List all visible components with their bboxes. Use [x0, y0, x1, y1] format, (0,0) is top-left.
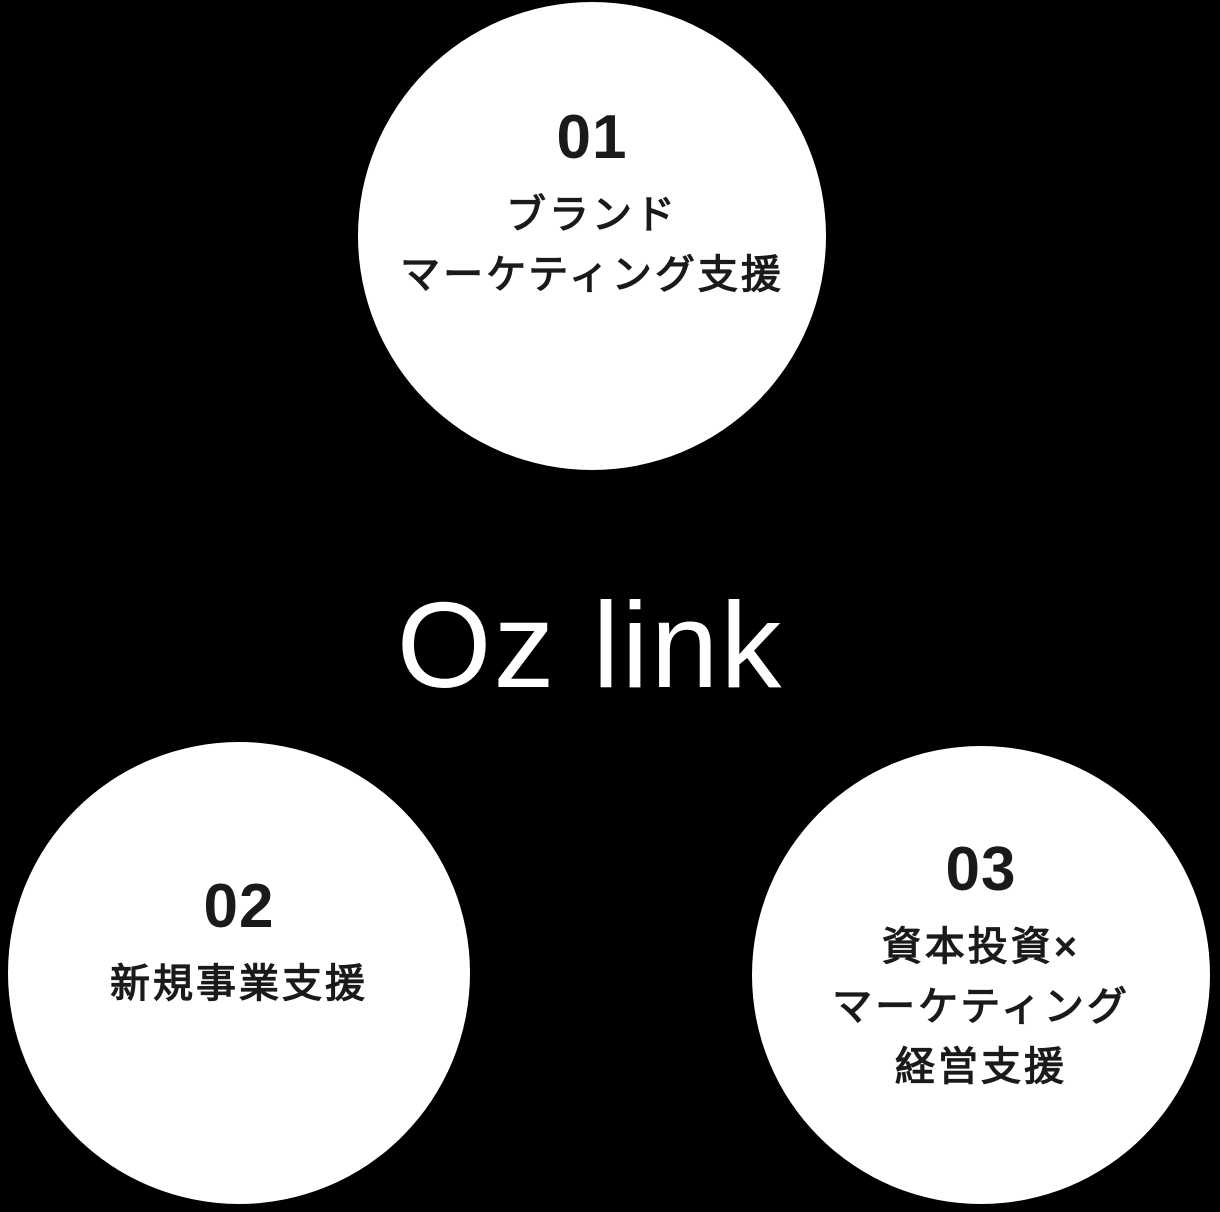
service-label-01-line-2: マーケティング支援 — [400, 253, 784, 297]
ozlink-logo: Oz link — [396, 577, 784, 713]
service-label-01-line-1: ブランド — [506, 193, 678, 237]
service-circle-03: 03 資本投資× マーケティング 経営支援 — [752, 746, 1210, 1204]
service-number-03: 03 — [945, 835, 1017, 904]
service-label-03-line-1: 資本投資× — [881, 925, 1081, 969]
service-label-02-line-1: 新規事業支援 — [110, 962, 368, 1006]
service-circle-03-content: 03 資本投資× マーケティング 経営支援 — [832, 839, 1130, 1097]
service-circle-02-content: 02 新規事業支援 — [110, 876, 368, 1014]
service-number-02: 02 — [203, 872, 275, 941]
service-circle-01: 01 ブランド マーケティング支援 — [358, 2, 826, 470]
service-number-01: 01 — [556, 103, 628, 172]
service-label-03-line-2: マーケティング — [832, 985, 1130, 1029]
service-label-03-line-3: 経営支援 — [895, 1045, 1067, 1089]
service-circle-02: 02 新規事業支援 — [8, 742, 470, 1204]
service-circle-01-content: 01 ブランド マーケティング支援 — [400, 107, 784, 305]
